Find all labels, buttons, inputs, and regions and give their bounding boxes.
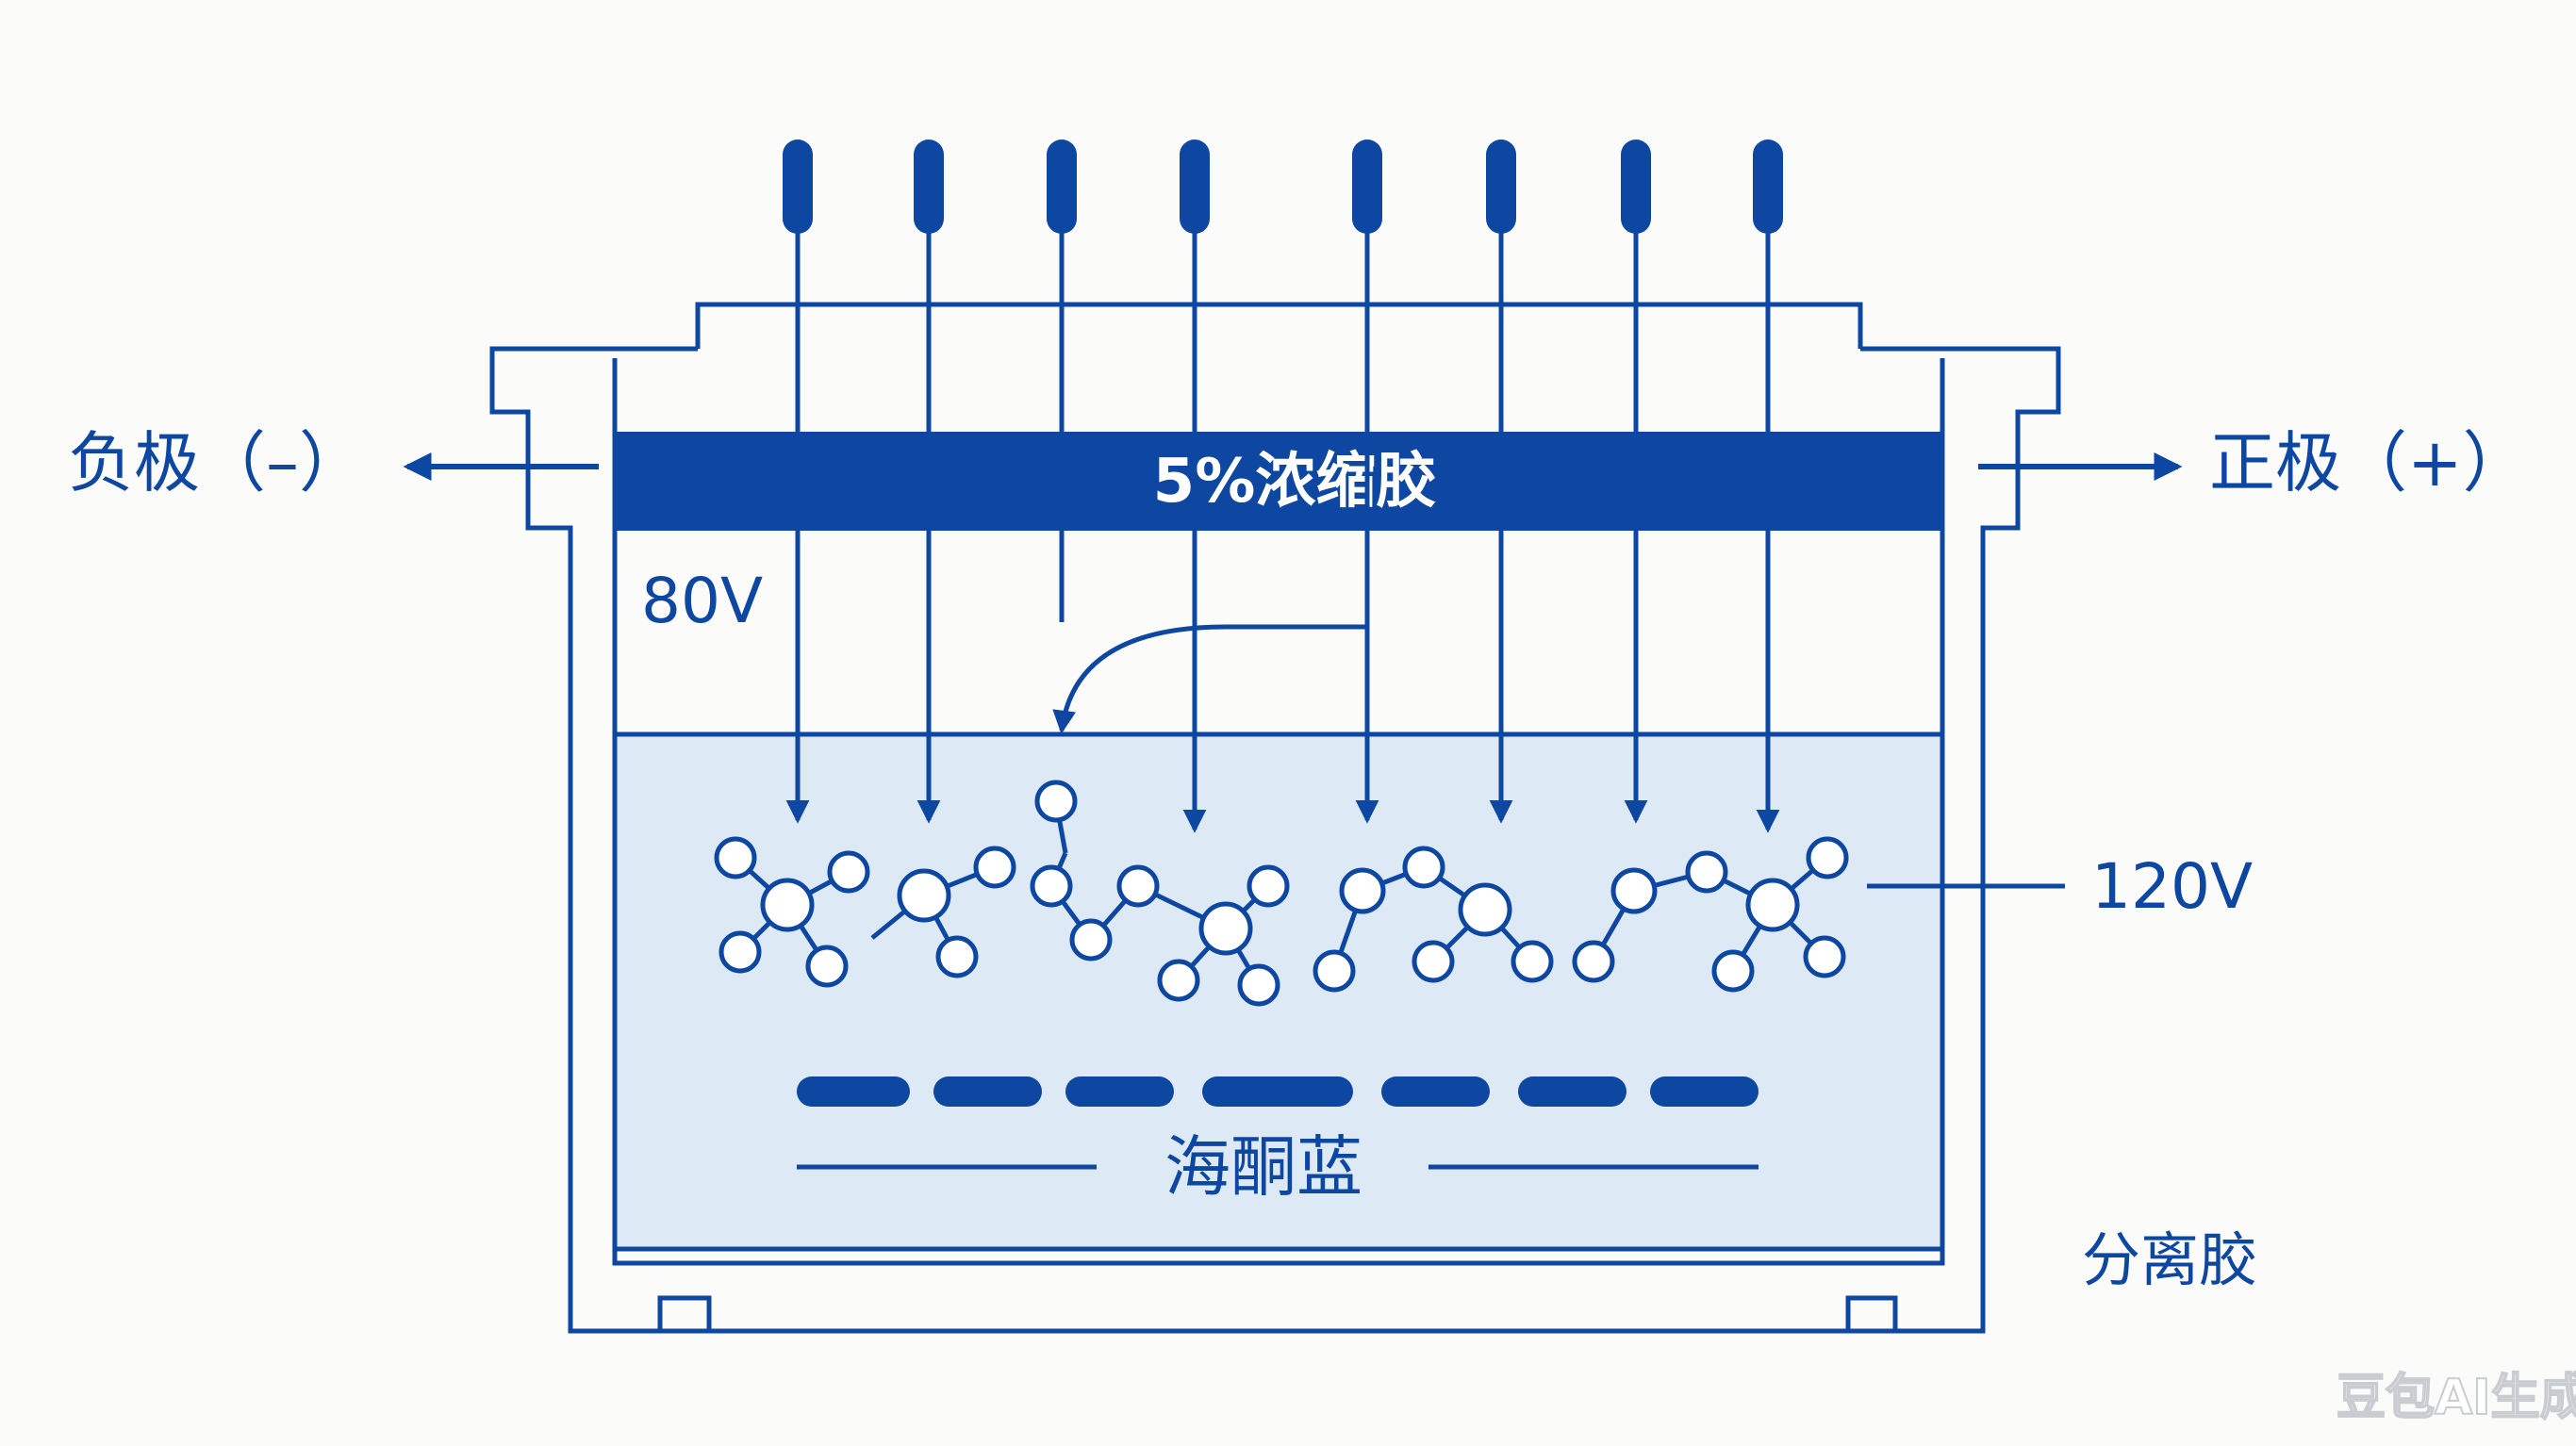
comb-tooth [1047,140,1077,234]
stacking-voltage-label: 80V [641,565,763,637]
gel-tank [489,302,2061,1334]
dye-front-label: 海酮蓝 [1164,1128,1362,1206]
dye-front-bands [797,1076,1759,1107]
separating-voltage-label: 120V [2091,850,2253,923]
dye-band [1518,1076,1627,1107]
separating-gel-label: 分离胶 [2082,1225,2257,1294]
protein-molecule-icon [870,846,1016,978]
comb-tooth [1352,140,1382,234]
protein-molecule-icon [1313,846,1554,993]
dye-band [1065,1076,1174,1107]
comb-tooth [1180,140,1210,234]
dye-band [797,1076,910,1107]
watermark: 豆包AI生成 [2337,1370,2576,1426]
comb-tooth [1486,140,1516,234]
comb-tooth [914,140,944,234]
comb-tooth [1753,140,1783,234]
stacking-gel-label: 5%浓缩胶 [1153,447,1437,517]
positive-electrode-label: 正极（+） [2209,424,2529,501]
protein-molecule-icon [1030,780,1290,1007]
dye-band [933,1076,1042,1107]
protein-molecule-icon [1572,836,1849,993]
dye-band [1202,1076,1353,1107]
comb-tooth [783,140,813,234]
comb-teeth [783,140,1783,234]
dye-band [1650,1076,1759,1107]
negative-electrode-label: 负极（–） [68,424,365,501]
stacking-gel-bar [615,432,1942,531]
comb-lanes [785,226,1780,833]
protein-molecules [714,780,1849,1007]
dye-band [1381,1076,1490,1107]
protein-molecule-icon [714,836,870,988]
comb-tooth [1621,140,1651,234]
